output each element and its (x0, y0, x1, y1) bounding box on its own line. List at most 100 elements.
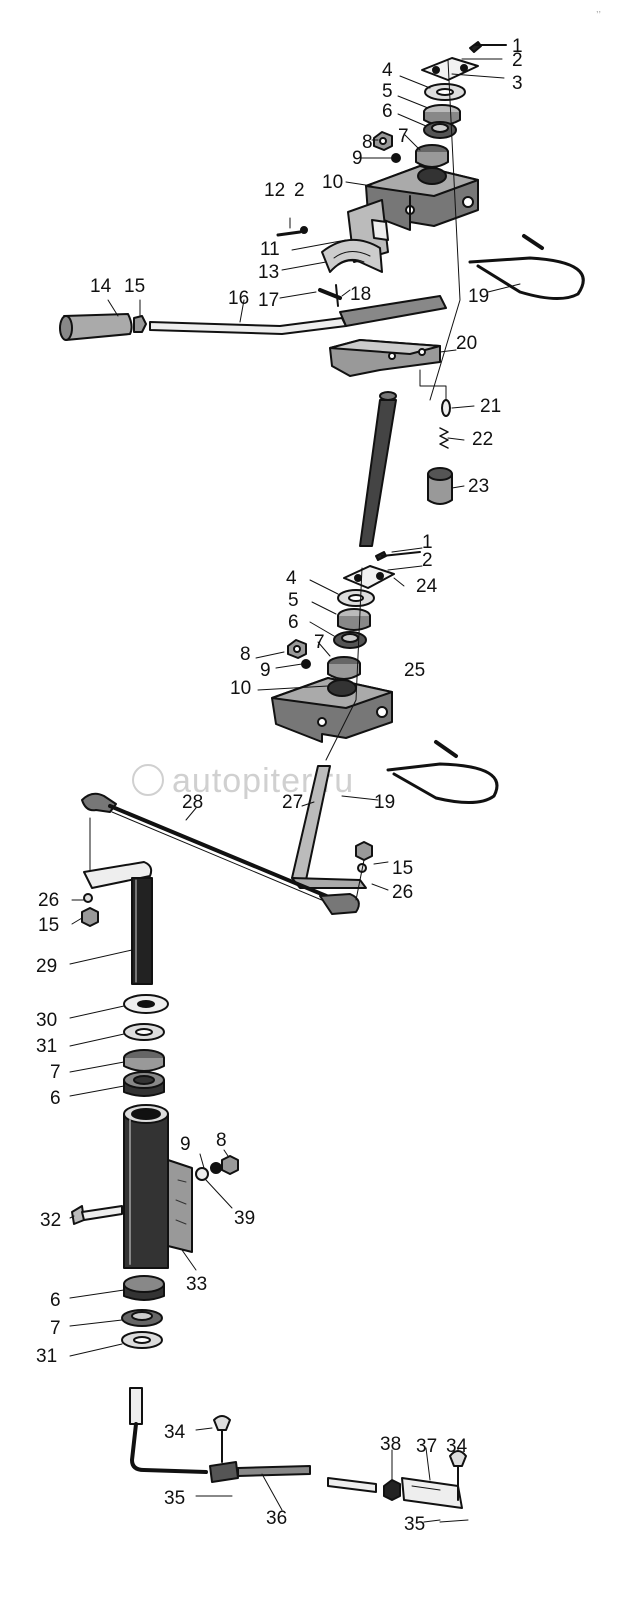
callout-label: 8 (240, 644, 251, 665)
part-knob-14 (59, 313, 133, 341)
part-nut-8-top (373, 131, 393, 151)
callout-label: 7 (398, 126, 409, 147)
callout-label: 5 (288, 590, 299, 611)
callout-label: 1 (512, 36, 523, 57)
part-u-rod-19-mid (386, 740, 499, 804)
callout-label: 14 (90, 276, 112, 297)
callout-label: 22 (472, 429, 493, 450)
part-plate-24 (343, 565, 395, 589)
callout-label: 15 (38, 915, 59, 936)
callout-label: 31 (36, 1346, 57, 1367)
part-bolt-34-left (213, 1415, 231, 1463)
callout-label: 9 (260, 660, 271, 681)
callout-label: 11 (260, 239, 280, 260)
callout-label: 6 (288, 612, 299, 633)
part-shaft-29 (131, 877, 153, 985)
callout-label: 21 (480, 396, 501, 417)
part-rod-36 (203, 1461, 311, 1497)
callout-label: 25 (404, 660, 425, 681)
callout-label: 32 (40, 1210, 61, 1231)
part-washer-31-top (123, 1023, 165, 1041)
part-washer-39 (195, 1167, 209, 1181)
callout-label: 17 (258, 290, 279, 311)
part-tie-rod-28 (81, 792, 360, 915)
callout-label: 7 (314, 632, 325, 653)
callout-label: 26 (392, 882, 413, 903)
callout-label: 37 (416, 1436, 437, 1457)
part-pin-17 (318, 284, 342, 307)
part-arm-29-lever (83, 861, 153, 889)
part-washer-4-top (424, 83, 466, 101)
callout-label: 35 (404, 1514, 425, 1535)
corner-mark: ,, (596, 4, 601, 14)
part-screw-1-top (469, 41, 507, 53)
part-ring-6-mid (333, 631, 367, 649)
axis-line-top (429, 59, 461, 401)
part-bearing-7-top (415, 144, 449, 168)
part-spring-22 (439, 427, 449, 449)
callout-label: 6 (382, 101, 393, 122)
callout-label: 3 (512, 73, 523, 94)
callout-label: 8 (216, 1130, 227, 1151)
callout-label: 27 (282, 792, 303, 813)
callout-label: 28 (182, 792, 203, 813)
callout-label: 6 (50, 1088, 61, 1109)
callout-label: 35 (164, 1488, 185, 1509)
callout-label: 38 (380, 1434, 401, 1455)
part-u-rod-19-top (468, 234, 585, 300)
callout-label: 29 (36, 956, 57, 977)
part-bearing-7-lower-bottom (121, 1309, 163, 1327)
part-nut-38 (383, 1479, 401, 1501)
callout-label: 31 (36, 1036, 57, 1057)
part-bolt-34-right (449, 1450, 467, 1501)
part-cap-23 (427, 467, 453, 505)
part-ring-6-lower-top (123, 1071, 165, 1097)
callout-label: 19 (374, 792, 395, 813)
part-rod-27 (291, 765, 367, 889)
part-crank-rod (129, 1387, 208, 1474)
part-shaft-upper (359, 391, 397, 547)
callout-label: 4 (286, 568, 297, 589)
part-nut-15-top (133, 315, 147, 333)
part-nut-15-left (81, 907, 99, 927)
callout-label: 4 (382, 60, 393, 81)
part-washer-31-bottom (121, 1331, 163, 1349)
callout-label: 26 (38, 890, 59, 911)
callout-label: 33 (186, 1274, 207, 1295)
part-nut-15-mid (355, 841, 373, 861)
part-rod-extension (327, 1477, 377, 1493)
part-bracket-20 (329, 339, 441, 377)
part-bearing-7-lower-top (123, 1049, 165, 1072)
callout-label: 7 (50, 1318, 61, 1339)
callout-label: 7 (50, 1062, 61, 1083)
part-ring-6-top (423, 121, 457, 139)
part-washer-4-mid (337, 589, 375, 607)
callout-label: 15 (124, 276, 145, 297)
leader-lines (69, 58, 521, 1523)
part-lever-16 (149, 295, 447, 335)
part-screw-1-mid (375, 551, 421, 561)
callout-label: 9 (352, 148, 363, 169)
part-ring-6-lower-bottom (123, 1275, 165, 1301)
callout-label: 2 (422, 550, 433, 571)
callout-label: 39 (234, 1208, 255, 1229)
callout-label: 12 (264, 180, 285, 201)
callout-label: 9 (180, 1134, 191, 1155)
callout-label: 15 (392, 858, 413, 879)
callout-label: 34 (164, 1422, 186, 1443)
part-washer-30 (123, 994, 169, 1014)
callout-label: 10 (230, 678, 251, 699)
part-quadrant-13 (321, 238, 383, 273)
part-washer-9-top (391, 153, 401, 163)
part-nut-8-lower (221, 1155, 239, 1175)
part-washer-9-mid (301, 659, 311, 669)
callout-label: 19 (468, 286, 489, 307)
callout-label: 34 (446, 1436, 468, 1457)
callout-label: 5 (382, 81, 393, 102)
callout-label: 1 (422, 532, 433, 553)
part-bearing-7-mid (327, 656, 361, 680)
callout-label: 13 (258, 262, 279, 283)
part-clevis-37 (401, 1477, 463, 1509)
